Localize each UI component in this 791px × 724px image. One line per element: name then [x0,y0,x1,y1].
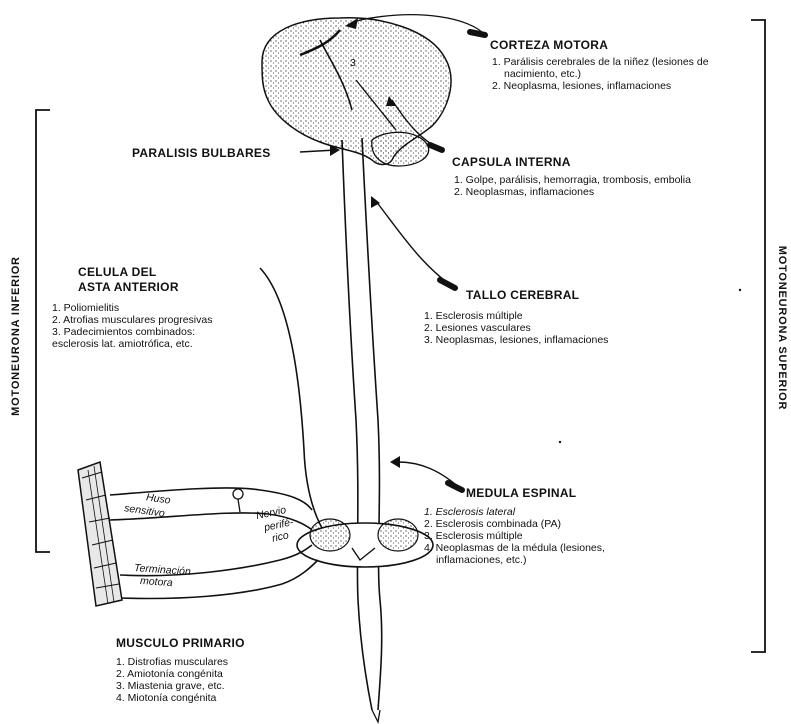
motoneurona-inferior-label: MOTONEURONA INFERIOR [10,251,22,421]
musculo-primario-title: MUSCULO PRIMARIO [116,636,245,650]
muscle-illustration [78,462,122,606]
medula-item: 3. Esclerosis múltiple [424,530,674,542]
musculo-item: 3. Miastenia grave, etc. [116,680,228,692]
spinal-tract [342,140,372,710]
celula-title-line2: ASTA ANTERIOR [78,280,179,294]
celula-title-line1: CELULA DEL [78,265,157,279]
musculo-item: 1. Distrofias musculares [116,656,228,668]
corteza-motora-list: 1. Parálisis cerebrales de la niñez (les… [492,56,732,92]
musculo-primario-list: 1. Distrofias musculares 2. Amiotonía co… [116,656,228,704]
arrow-tallo [375,200,455,288]
medula-item: 1. Esclerosis lateral [424,506,674,518]
cortex-number-label: 3 [350,58,356,69]
bracket-motoneurona-superior [751,20,765,652]
medula-espinal-list: 1. Esclerosis lateral 2. Esclerosis comb… [424,506,674,566]
celula-list: 1. Poliomielitis 2. Atrofias musculares … [52,302,212,350]
celula-item: 3. Padecimientos combinados: [52,326,212,338]
musculo-item: 2. Amiotonía congénita [116,668,228,680]
medula-item: 4. Neoplasmas de la médula (lesiones, in… [424,542,674,566]
capsula-item: 1. Golpe, parálisis, hemorragia, trombos… [454,174,691,186]
capsula-item: 2. Neoplasmas, inflamaciones [454,186,691,198]
tallo-item: 2. Lesiones vasculares [424,322,608,334]
motoneurona-superior-label: MOTONEURONA SUPERIOR [776,243,788,413]
tallo-cerebral-title: TALLO CEREBRAL [466,288,579,302]
corteza-motora-title: CORTEZA MOTORA [490,38,608,52]
terminacion-label-line2: motora [140,576,173,589]
tallo-item: 1. Esclerosis múltiple [424,310,608,322]
capsula-interna-title: CAPSULA INTERNA [452,155,571,169]
medula-item: 2. Esclerosis combinada (PA) [424,518,674,530]
paralisis-bulbares-label: PARALISIS BULBARES [132,146,271,160]
corteza-item: 1. Parálisis cerebrales de la niñez (les… [492,56,732,80]
celula-item: 2. Atrofias musculares progresivas [52,314,212,326]
tallo-item: 3. Neoplasmas, lesiones, inflamaciones [424,334,608,346]
corteza-item: 2. Neoplasma, lesiones, inflamaciones [492,80,732,92]
capsula-interna-list: 1. Golpe, parálisis, hemorragia, trombos… [454,174,691,198]
musculo-item: 4. Miotonía congénita [116,692,228,704]
brain-illustration [262,18,451,166]
celula-item: 1. Poliomielitis [52,302,212,314]
celula-item: esclerosis lat. amiotrófica, etc. [52,338,212,350]
medula-espinal-title: MEDULA ESPINAL [466,486,576,500]
tallo-cerebral-list: 1. Esclerosis múltiple 2. Lesiones vascu… [424,310,608,346]
bracket-motoneurona-inferior [36,110,50,552]
